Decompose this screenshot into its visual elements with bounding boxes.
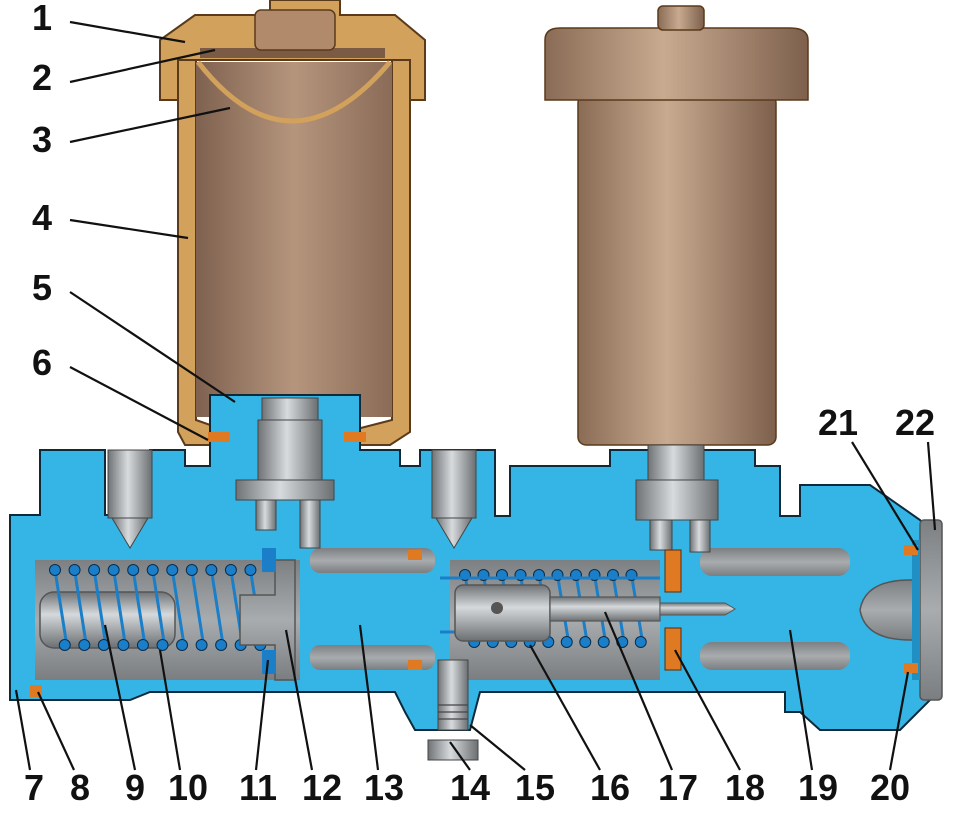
callout-leader-21	[851, 441, 919, 551]
callout-leader-6	[69, 366, 209, 441]
callout-leader-11	[254, 659, 270, 771]
float-dome	[196, 60, 392, 124]
left-outlet-fitting	[235, 397, 335, 549]
port-left-tip	[111, 517, 149, 549]
port-left	[107, 449, 153, 519]
callout-leader-4	[69, 218, 189, 240]
valve-body	[454, 584, 551, 642]
middle-recess-top	[310, 548, 435, 573]
callout-label-6: 6	[32, 342, 52, 383]
rod-tip	[659, 602, 736, 616]
callout-leader-5	[69, 291, 236, 403]
callout-label-11: 11	[239, 767, 277, 808]
callout-leader-14	[449, 741, 471, 771]
callout-leader-8	[37, 691, 75, 771]
callout-leader-1	[69, 20, 186, 44]
middle-recess-bottom	[310, 645, 435, 670]
callout-leader-17	[603, 611, 674, 771]
reservoir-inner-body	[196, 62, 392, 417]
callout-leader-2	[69, 48, 216, 84]
seal-18-bottom	[664, 627, 682, 671]
callout-leader-7	[14, 689, 32, 771]
callout-label-8: 8	[70, 767, 90, 808]
callout-leader-10	[158, 649, 182, 771]
port-mid	[431, 449, 477, 519]
callout-leader-13	[358, 624, 380, 771]
callout-leader-12	[284, 629, 314, 771]
callout-label-4: 4	[32, 197, 52, 238]
callout-leader-9	[103, 624, 137, 771]
valve-hole	[491, 602, 503, 614]
chamber19-recess-top	[700, 548, 850, 576]
chamber19-recess-bottom	[700, 642, 850, 670]
callout-label-16: 16	[590, 767, 630, 808]
callout-leader-20	[888, 671, 910, 771]
callout-label-9: 9	[125, 767, 145, 808]
callout-label-14: 14	[450, 767, 490, 808]
callout-leader-15	[469, 724, 526, 771]
right-reservoir	[544, 5, 809, 446]
callout-label-20: 20	[870, 767, 910, 808]
callout-label-17: 17	[658, 767, 698, 808]
right-reservoir-knob	[657, 5, 705, 31]
float-plate	[200, 48, 385, 58]
callout-label-7: 7	[24, 767, 44, 808]
callout-label-12: 12	[302, 767, 342, 808]
right-reservoir-cap	[544, 27, 809, 101]
seal-18-top	[664, 549, 682, 593]
gasket-21	[912, 540, 920, 680]
cap-center	[254, 9, 336, 51]
callout-label-5: 5	[32, 267, 52, 308]
callout-label-19: 19	[798, 767, 838, 808]
left-reservoir	[159, 0, 426, 446]
callout-leader-22	[926, 441, 937, 531]
callout-leader-3	[69, 106, 231, 144]
callout-label-18: 18	[725, 767, 765, 808]
callout-label-22: 22	[895, 402, 935, 443]
cup-11	[262, 548, 276, 572]
end-cap	[919, 519, 943, 701]
right-reservoir-body	[577, 94, 777, 446]
callout-leader-18	[674, 649, 741, 771]
right-outlet-fitting	[635, 444, 719, 553]
callout-label-1: 1	[32, 0, 52, 38]
cup-11b	[262, 650, 276, 674]
callout-label-15: 15	[515, 767, 555, 808]
callout-label-10: 10	[168, 767, 208, 808]
callout-leader-19	[788, 629, 814, 771]
callout-label-3: 3	[32, 119, 52, 160]
callout-label-2: 2	[32, 57, 52, 98]
callout-label-21: 21	[818, 402, 858, 443]
bleeder-fitting	[427, 659, 479, 761]
callout-leader-16	[529, 644, 601, 771]
port-mid-tip	[435, 517, 473, 549]
rod-17	[549, 596, 661, 622]
callout-label-13: 13	[364, 767, 404, 808]
